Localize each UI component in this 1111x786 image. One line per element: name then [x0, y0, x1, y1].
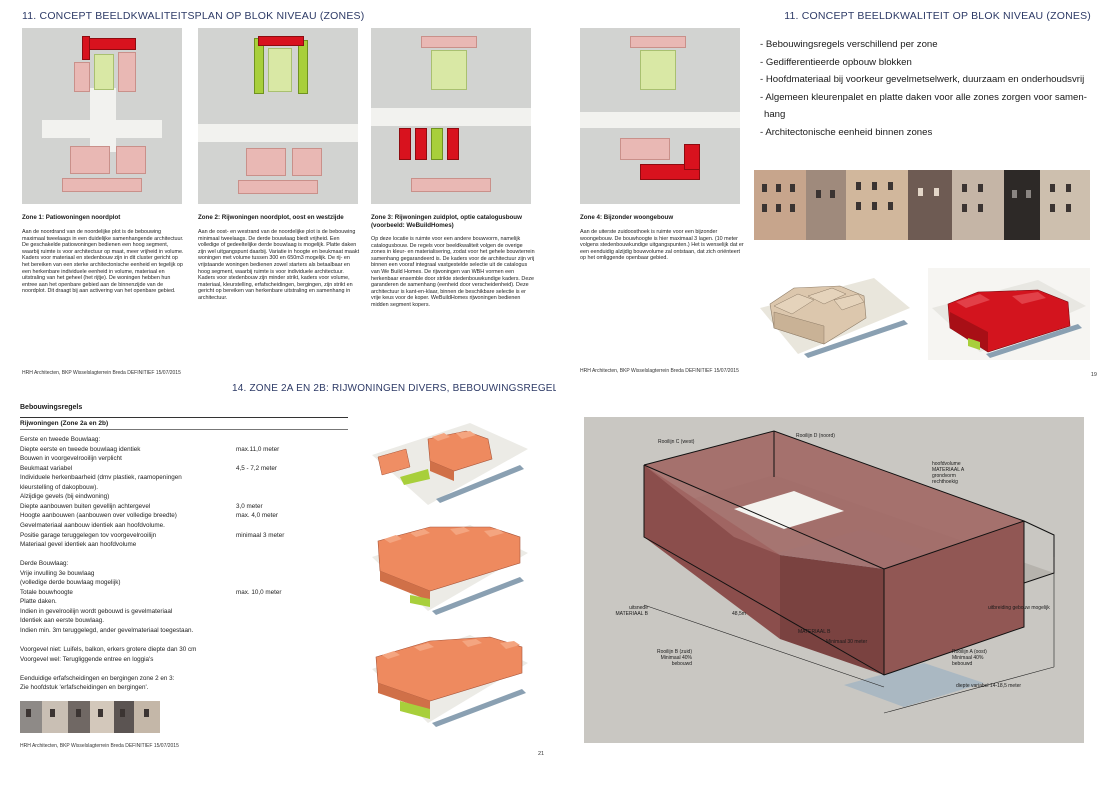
rule-value: minimaal 3 meter: [236, 531, 285, 539]
principle-item: - Algemeen kleurenpalet en platte daken …: [760, 91, 1087, 103]
page-rules-zone-2: 14. ZONE 2A EN 2B: RIJWONINGEN DIVERS, B…: [0, 383, 556, 786]
rule-label: Eerste en tweede Bouwlaag:: [20, 436, 101, 443]
rule-label: Platte daken.: [20, 598, 57, 606]
rule-label: kleurstelling of dakopbouw).: [20, 483, 99, 491]
zone4-heading: Zone 4: Bijzonder woongebouw: [580, 214, 674, 221]
rule-label: (volledige derde bouwlaag mogelijk): [20, 579, 121, 587]
principle-item: - Architectonische eenheid binnen zones: [760, 126, 933, 138]
rule-value: max.11,0 meter: [236, 445, 280, 453]
rule-label: Derde Bouwlaag:: [20, 560, 69, 568]
extension-projection: [844, 663, 984, 707]
facade-reference-image: [754, 170, 1090, 240]
rule-label: Indien in gevelrooilijn wordt gebouwd is…: [20, 607, 173, 615]
site-plan-zone1: [22, 28, 182, 204]
diagram-label-rooilijn-b: Rooilijn B (zuid) Minimaal 40% bebouwd: [656, 649, 692, 667]
zone1-heading: Zone 1: Patiowoningen noordplot: [22, 214, 121, 221]
page-footer: HRH Architecten, BKP Wisselslagterrein B…: [20, 743, 179, 749]
page-concept-zones-1: 11. CONCEPT BEELDKWALITEITSPLAN OP BLOK …: [0, 0, 556, 383]
rule-label: Totale bouwhoogte: [20, 588, 73, 596]
rules-subheading: Rijwoningen (Zone 2a en 2b): [20, 420, 109, 427]
zone4-text: Aan de uiterste zuidoosthoek is ruimte v…: [580, 229, 744, 262]
zone3-heading: Zone 3: Rijwoningen zuidplot, optie cata…: [371, 214, 522, 229]
diagram-label-materiaal-b: MATERIAAL B: [798, 629, 831, 635]
principle-item: - Hoofdmateriaal bij voorkeur gevelmetse…: [760, 74, 1085, 85]
page-footer: HRH Architecten, BKP Wisselslagterrein B…: [22, 370, 181, 376]
rijwoningen-render-3: [372, 635, 528, 727]
rule-label: Indien min. 3m teruggelegd, ander gevelm…: [20, 627, 194, 634]
zone-volume-render-red: [928, 268, 1090, 360]
principle-item: hang: [764, 109, 786, 120]
zone2-heading: Zone 2: Rijwoningen noordplot, oost en w…: [198, 214, 344, 221]
rules-divider: [20, 417, 348, 418]
rule-label: Beukmaat variabel: [20, 464, 73, 472]
zone1-text: Aan de noordrand van de noordelijke plot…: [22, 229, 184, 295]
wireframe: [643, 430, 1055, 676]
page-number: 19: [1090, 372, 1097, 378]
rule-value: 3,0 meter: [236, 502, 263, 510]
rule-label: Eenduidige erfafscheidingen en bergingen…: [20, 674, 175, 682]
rule-label: Identiek aan eerste bouwlaag.: [20, 617, 105, 625]
page-title: 14. ZONE 2A EN 2B: RIJWONINGEN DIVERS, B…: [232, 383, 556, 394]
diagram-label-width: 48,5m: [732, 611, 746, 617]
page-footer: HRH Architecten, BKP Wisselslagterrein B…: [580, 368, 739, 374]
diagram-label-diepte: diepte variabel 14-18,5 meter: [956, 683, 1022, 689]
page-title: 11. CONCEPT BEELDKWALITEITSPLAN OP BLOK …: [22, 10, 365, 22]
rules-heading: Bebouwingsregels: [20, 404, 83, 411]
rule-label: Vrije invulling 3e bouwlaag: [20, 569, 95, 577]
rijwoningen-render-2: [372, 525, 528, 615]
diagram-label-uitbreiding: uitbreiding gebouw mogelijk: [988, 605, 1050, 611]
courtyard-cutout: [734, 491, 844, 529]
rijwoningen-render-1: [372, 423, 528, 505]
rule-label: Materiaal gevel identiek aan hoofdvolume: [20, 541, 137, 549]
site-plan-zone2: [198, 28, 358, 204]
page-number: 21: [538, 751, 545, 757]
rule-label: Zie hoofdstuk 'erfafscheidingen en bergi…: [20, 684, 149, 692]
principles-list: - Bebouwingsregels verschillend per zone…: [760, 36, 1087, 141]
principle-item: - Gedifferentieerde opbouw blokken: [760, 56, 912, 68]
diagram-label-hoofdvolume: hoofdvolume MATERIAAL A grondvorm rechth…: [932, 461, 965, 485]
dimension-lines: [643, 557, 1055, 714]
zone2-text: Aan de oost- en westrand van de noordeli…: [198, 229, 360, 301]
page-title: 11. CONCEPT BEELDKWALITEIT OP BLOK NIVEA…: [784, 10, 1091, 22]
diagram-label-uitsnede: uitsnede MATERIAAL B: [615, 605, 648, 617]
rule-label: Bouwen in voorgevelrooilijn verplicht: [20, 455, 122, 463]
site-plan-zone4: [580, 28, 740, 204]
elevation-reference-image: [20, 701, 160, 733]
rule-label: Alzijdige gevels (bij eindwoning): [20, 493, 110, 501]
side-face: [884, 521, 1024, 675]
rule-label: Positie garage teruggelegen tov voorgeve…: [20, 531, 157, 539]
site-plan-zone3: [371, 28, 531, 204]
page-concept-zones-2: 11. CONCEPT BEELDKWALITEIT OP BLOK NIVEA…: [556, 0, 1111, 383]
zone3-text: Op deze locatie is ruimte voor een ander…: [371, 236, 535, 308]
building-volume-diagram: [584, 417, 1084, 743]
rule-value: max. 10,0 meter: [236, 588, 282, 596]
zone-volume-render-beige: [760, 278, 910, 358]
page-volume-diagram: Rooilijn C (west) Rooilijn D (noord) hoofd…: [556, 383, 1111, 786]
rule-label: Voorgevel niet: Luifels, balkon, erkers …: [20, 646, 197, 654]
rule-label: Individuele herkenbaarheid (dmv plastiek…: [20, 474, 182, 482]
rule-label: Voorgevel wel: Terugliggende entree en l…: [20, 655, 154, 663]
rules-divider: [20, 429, 348, 430]
rule-label: Hoogte aanbouwen (aanbouwen over volledi…: [20, 512, 177, 520]
diagram-label-rooilijn-a: Rooilijn A (oost) Minimaal 40% bebouwd: [952, 649, 987, 667]
diagram-label-minimaal-30: Minimaal 30 meter: [826, 639, 868, 645]
rule-label: Gevelmateriaal aanbouw identiek aan hoof…: [20, 521, 165, 529]
rule-label: Diepte eerste en tweede bouwlaag identie…: [20, 445, 141, 453]
roof-face: [644, 431, 1024, 569]
rule-label: Diepte aanbouwen buiten gevellijn achter…: [20, 502, 151, 510]
rule-value: 4,5 - 7,2 meter: [236, 464, 277, 472]
rule-value: max. 4,0 meter: [236, 512, 278, 520]
principle-item: - Bebouwingsregels verschillend per zone: [760, 39, 938, 50]
diagram-label-rooilijn-d: Rooilijn D (noord): [796, 433, 835, 439]
diagram-label-rooilijn-c: Rooilijn C (west): [658, 439, 695, 445]
front-face: [780, 555, 884, 675]
